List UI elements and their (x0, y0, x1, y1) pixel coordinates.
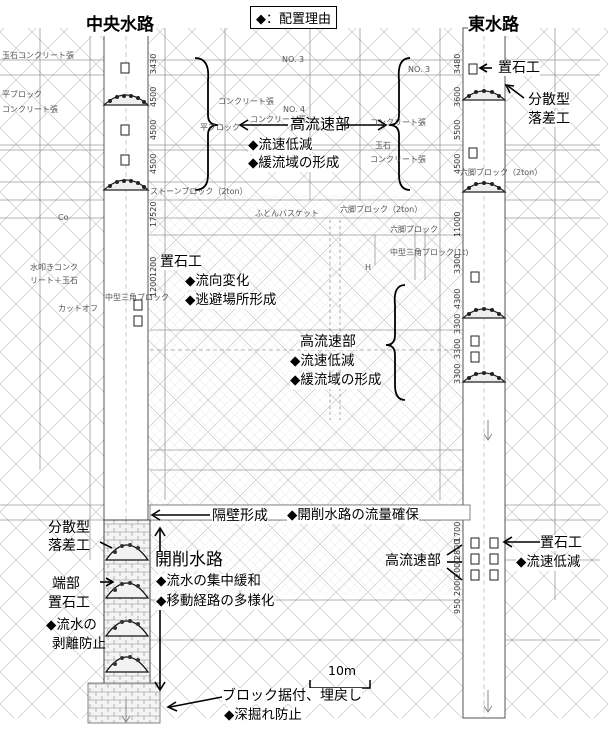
dimension-label: 17520 (149, 202, 158, 227)
left-stone-reason-1: ◆流向変化 (185, 273, 250, 290)
map-label: NO. 4 (283, 105, 305, 114)
left-stone-reason-2: ◆逃避場所形成 (185, 292, 277, 309)
dimension-label: 3600 (453, 87, 462, 107)
dimension-label: 1200 (149, 277, 158, 297)
end-stone-label-2: 置石工 (48, 595, 90, 611)
left-drop-label-2: 落差工 (48, 538, 90, 554)
dimension-label: 4500 (453, 154, 462, 174)
map-label: Co (58, 213, 69, 222)
mid-reason-1: ◆流速低減 (290, 353, 355, 370)
map-label: 六脚ブロック (390, 224, 438, 234)
map-label: カットオフ (58, 304, 98, 313)
map-label: 平ブロック (200, 122, 240, 132)
cut-reason-2: ◆移動経路の多様化 (156, 593, 275, 610)
cut-channel-title: 開削水路 (155, 550, 223, 571)
dimension-label: 11000 (453, 212, 462, 237)
map-label: 六脚ブロック（2ton） (340, 204, 422, 214)
dimension-label: 2800 (453, 540, 462, 560)
map-label: 水叩きコンク (30, 262, 78, 272)
east-channel-title: 東水路 (468, 15, 519, 36)
map-label: ストーンブロック（2ton） (150, 186, 248, 196)
map-label: コンクリート張 (2, 105, 58, 114)
mid-high-speed-label: 高流速部 (300, 334, 356, 351)
bottom-stone-reason: ◆流速低減 (516, 554, 581, 571)
dimension-label: 5500 (453, 120, 462, 140)
cut-flow-reason: ◆開削水路の流量確保 (287, 507, 419, 524)
central-channel-title: 中央水路 (86, 15, 154, 36)
cut-reason-1: ◆流水の集中緩和 (156, 573, 261, 590)
map-label: コンクリート張 (218, 97, 274, 106)
arrows (99, 63, 540, 712)
dimension-label: 4300 (453, 289, 462, 309)
map-label: ふとんバスケット (255, 209, 319, 218)
map-label: 玉石 (375, 141, 391, 150)
east-drop-label-2: 落差工 (528, 111, 570, 128)
east-drop-dots (467, 89, 501, 380)
central-drop-dots (108, 94, 146, 189)
top-high-speed-label: 高流速部 (290, 115, 351, 133)
mid-reason-2: ◆緩流域の形成 (290, 372, 382, 389)
dimension-label: 3300 (453, 254, 462, 274)
end-stone-reason-2: 剥離防止 (52, 636, 106, 652)
top-reason-1: ◆流速低減 (248, 137, 313, 154)
dimension-label: 4500 (149, 154, 158, 174)
map-label: 六脚ブロック（2ton） (460, 167, 542, 177)
dimension-label: 950 (453, 599, 462, 614)
bottom-stone-label: 置石工 (540, 535, 582, 552)
map-label: NO. 3 (282, 55, 304, 64)
dimension-label: 4500 (149, 120, 158, 140)
dimension-label: 1200 (149, 257, 158, 277)
dimension-label: 2000 (453, 558, 462, 578)
map-label: 中型三角ブロック(1t) (390, 247, 468, 257)
brackets (194, 57, 411, 401)
east-stone-label: 置石工 (498, 60, 540, 77)
block-label: ブロック据付、埋戻し (222, 688, 362, 705)
dimension-label: 3300 (453, 364, 462, 384)
map-label: コンクリート張 (370, 155, 426, 164)
dimension-label: 1700 (453, 522, 462, 542)
map-label: コンクリート張 (370, 118, 426, 127)
map-label: NO. 3 (408, 65, 430, 74)
top-reason-2: ◆緩流域の形成 (248, 155, 340, 172)
end-stone-reason-1: ◆流水の (46, 617, 97, 633)
scale-label: 10m (328, 663, 357, 678)
dimension-label: 4500 (149, 87, 158, 107)
placed-stones (120, 62, 499, 581)
dimension-label: 3430 (149, 54, 158, 74)
dimension-label: 3300 (453, 314, 462, 334)
map-label: H (365, 263, 371, 272)
cut-drop-dots (113, 543, 140, 666)
map-label: コンクリート張 (250, 115, 306, 124)
left-drop-label-1: 分散型 (48, 520, 90, 536)
block-reason: ◆深掘れ防止 (224, 707, 302, 724)
east-drop-label-1: 分散型 (528, 92, 570, 109)
end-stone-label-1: 端部 (52, 576, 80, 592)
dimension-label: 2000 (453, 576, 462, 596)
bottom-high-speed-label: 高流速部 (385, 553, 441, 570)
left-stone-label: 置石工 (160, 254, 202, 271)
map-label: 平ブロック (2, 89, 42, 99)
outlet-block-area (87, 682, 161, 724)
map-label: 中型三角ブロック (105, 292, 169, 302)
legend-box: ◆：配置理由 (250, 6, 337, 29)
partition-label: 隔壁形成 (212, 508, 268, 525)
dimension-label: 3480 (453, 54, 462, 74)
flow-arrows (121, 420, 493, 723)
dimension-label: 3300 (453, 339, 462, 359)
map-label: リート＋玉石 (30, 276, 78, 285)
map-label: 玉石コンクリート張 (2, 51, 74, 60)
